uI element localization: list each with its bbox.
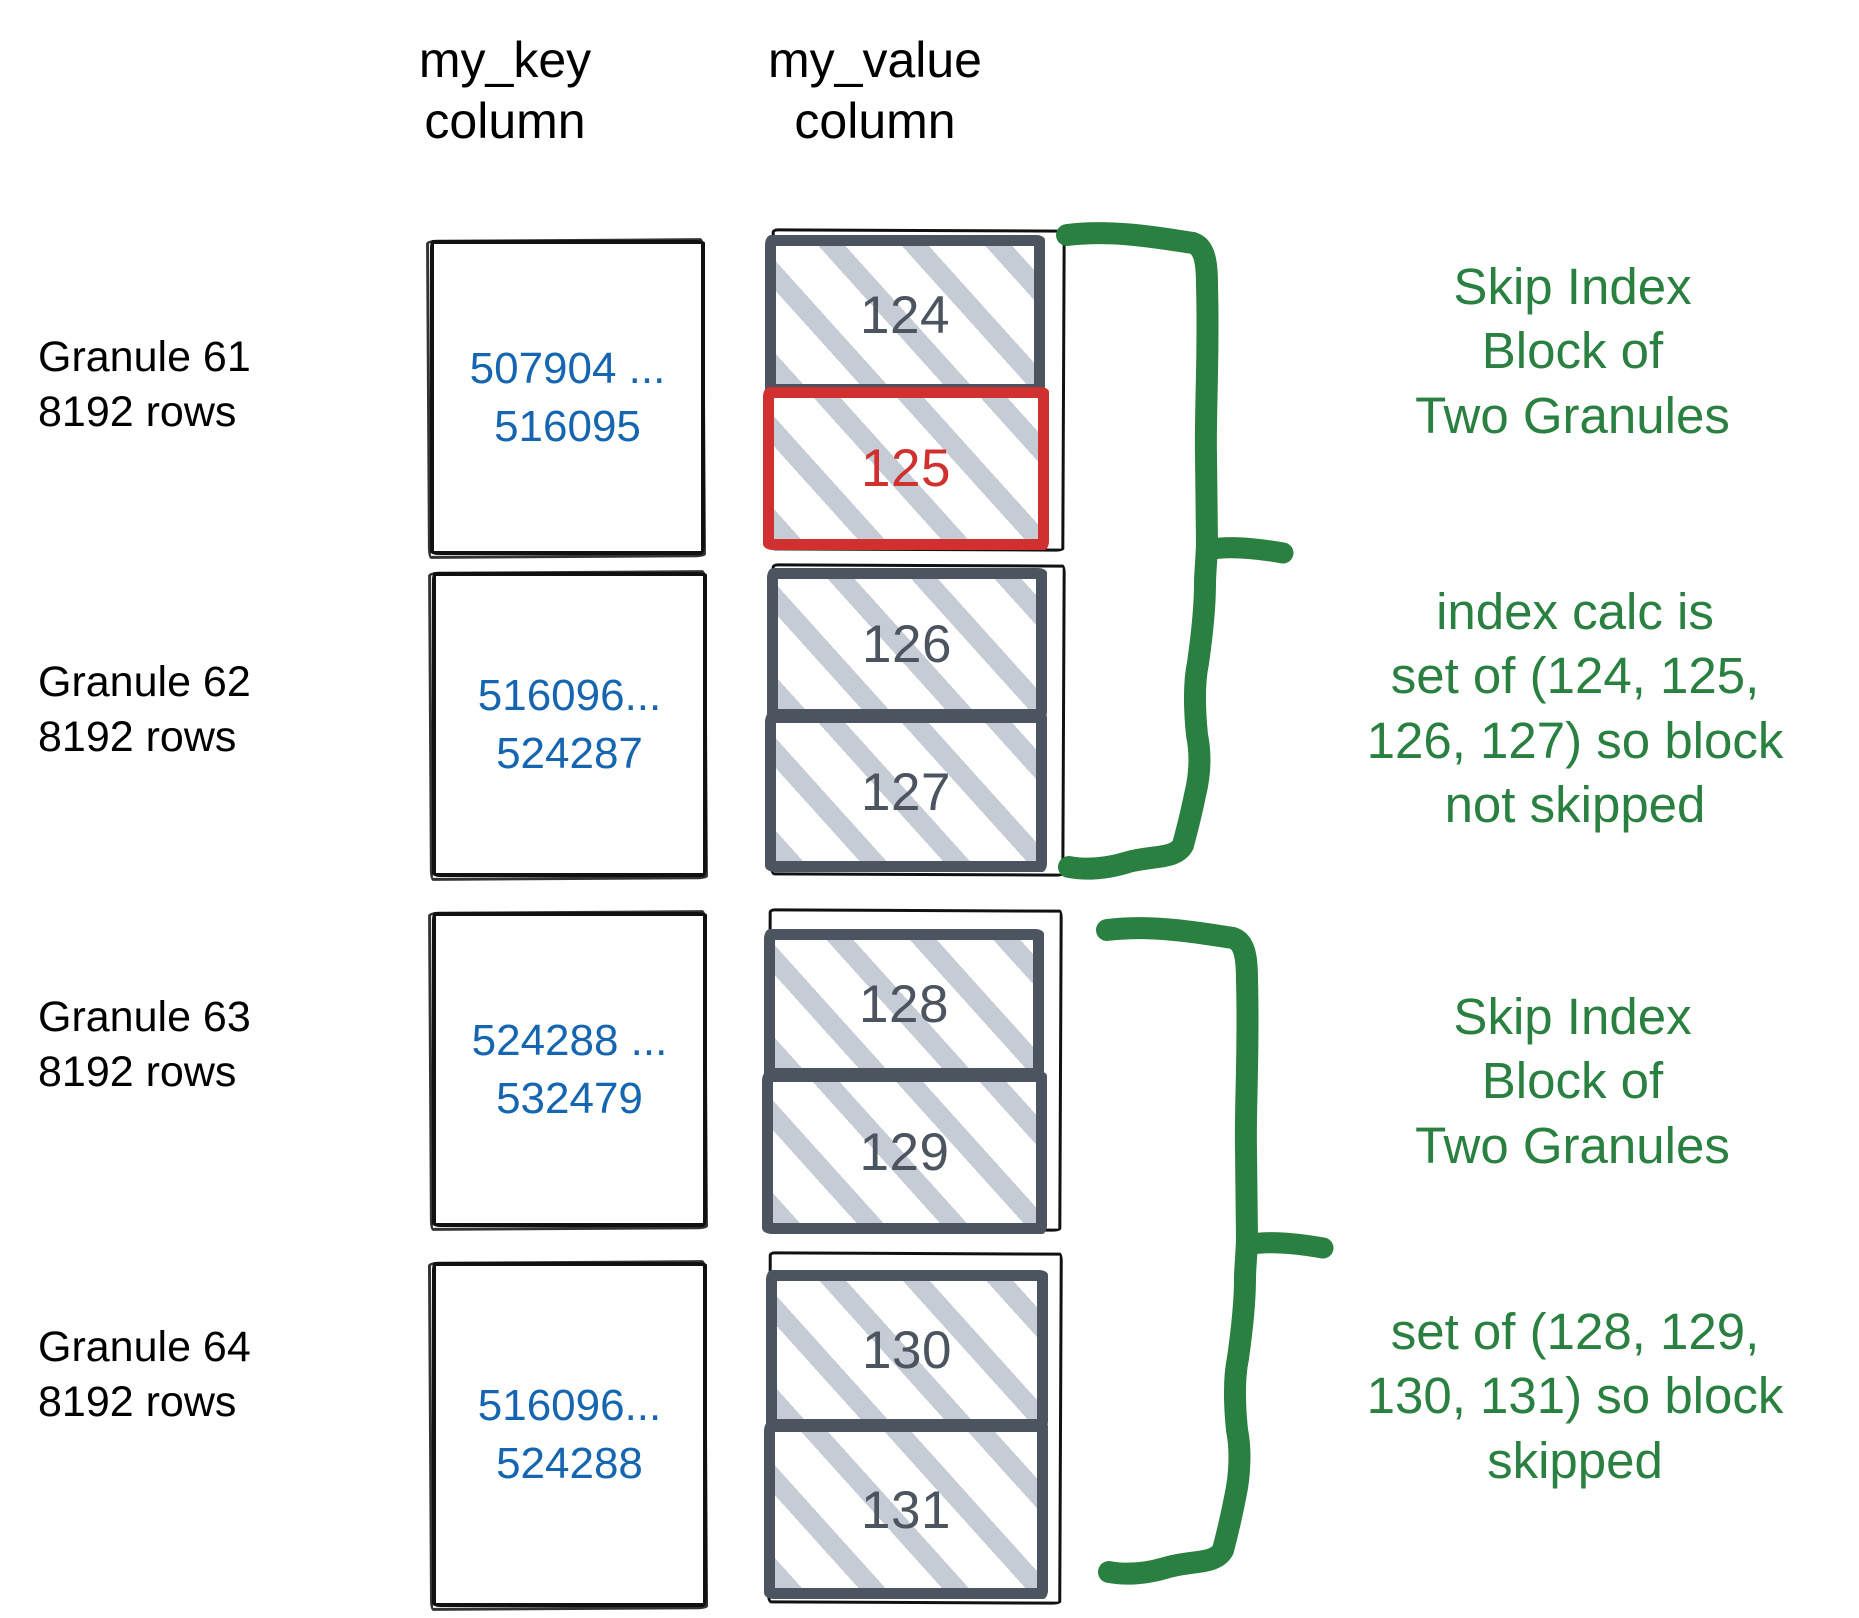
value-cell-label: 127	[861, 762, 951, 822]
value-cell-124: 124	[765, 235, 1045, 395]
value-cell-label: 131	[861, 1480, 951, 1540]
value-group-granule-62: 126 127	[765, 563, 1066, 880]
value-cell-126: 126	[767, 568, 1047, 720]
value-cell-label: 128	[859, 974, 949, 1034]
key-box-granule-63: 524288 ... 532479	[432, 912, 707, 1227]
value-cell-125-highlighted: 125	[763, 387, 1049, 550]
skip-index-bracket-top	[1056, 222, 1294, 880]
my-value-column-header: my_value column	[768, 32, 982, 149]
value-cell-label: 130	[862, 1320, 952, 1380]
value-cell-129: 129	[762, 1071, 1047, 1234]
annotation-skip-index-block-top: Skip Index Block of Two Granules	[1415, 258, 1730, 444]
key-box-granule-61: 507904 ... 516095	[430, 240, 705, 555]
value-group-granule-61: 124 125	[763, 228, 1066, 555]
granule-label-64: Granule 64 8192 rows	[38, 1323, 251, 1427]
value-cell-label: 124	[860, 285, 950, 345]
annotation-index-calc-not-skipped: index calc is set of (124, 125, 126, 127…	[1366, 583, 1784, 833]
granule-label-62: Granule 62 8192 rows	[38, 658, 251, 762]
key-range-64: 516096... 524288	[477, 1381, 662, 1488]
key-range-61: 507904 ... 516095	[469, 344, 666, 451]
key-range-63: 524288 ... 532479	[471, 1016, 668, 1123]
annotation-set-of-block-skipped: set of (128, 129, 130, 131) so block ski…	[1366, 1303, 1784, 1489]
key-box-granule-64: 516096... 524288	[432, 1262, 707, 1607]
value-cell-128: 128	[764, 929, 1044, 1079]
value-cell-label: 125	[861, 439, 951, 498]
value-group-granule-63: 128 129	[762, 908, 1063, 1235]
value-cell-127: 127	[765, 712, 1047, 872]
granule-label-61: Granule 61 8192 rows	[38, 333, 251, 437]
annotation-skip-index-block-bottom: Skip Index Block of Two Granules	[1415, 988, 1730, 1174]
value-cell-label: 126	[862, 614, 952, 674]
granule-label-63: Granule 63 8192 rows	[38, 993, 251, 1097]
value-cell-131: 131	[764, 1421, 1048, 1599]
my-key-column-header: my_key column	[418, 32, 592, 149]
value-cell-label: 129	[859, 1123, 950, 1182]
key-box-granule-62: 516096... 524287	[432, 572, 707, 877]
value-cell-130: 130	[766, 1270, 1048, 1430]
value-group-granule-64: 130 131	[762, 1251, 1063, 1608]
key-range-62: 516096... 524287	[477, 671, 662, 778]
